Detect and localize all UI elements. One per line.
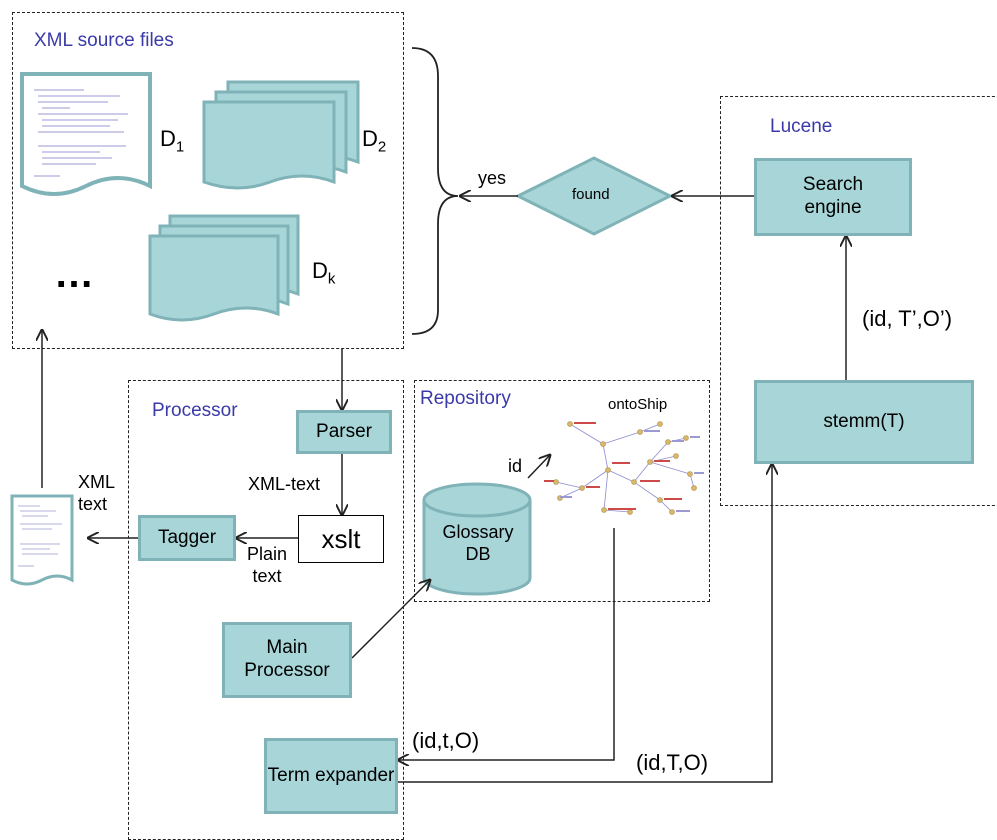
xslt-box: xslt xyxy=(298,515,384,563)
yes-label: yes xyxy=(478,168,507,188)
id-t-o-label: (id,t,O) xyxy=(412,728,480,753)
document-dk-stack-icon xyxy=(148,214,300,322)
ontology-graph-image xyxy=(544,421,704,515)
search-engine-box: Search engine xyxy=(754,158,912,236)
label-d2-base: D xyxy=(362,126,378,151)
document-d2-stack-icon xyxy=(202,80,360,190)
label-d1: D1 xyxy=(160,126,184,155)
label-d1-base: D xyxy=(160,126,176,151)
id-tprime-oprime-label: (id, T’,O’) xyxy=(862,306,953,331)
glossary-db-cylinder xyxy=(422,482,532,596)
curly-brace xyxy=(411,47,459,335)
term-expander-box: Term expander xyxy=(264,738,398,814)
document-d1-icon xyxy=(20,72,152,196)
xml-source-region xyxy=(12,12,404,349)
xml-text-document-icon xyxy=(10,494,74,586)
label-dk-sub: k xyxy=(327,270,336,288)
edge-repository-to-expander xyxy=(398,528,615,760)
main-processor-box: Main Processor xyxy=(222,622,352,698)
xml-text-flow-label: XML-text xyxy=(248,474,321,494)
id-T-O-label: (id,T,O) xyxy=(636,750,709,775)
parser-box: Parser xyxy=(296,410,392,454)
repository-region xyxy=(414,380,710,602)
edge-main-to-glossary xyxy=(351,580,430,659)
lucene-title: Lucene xyxy=(770,116,833,137)
lucene-region xyxy=(720,96,997,506)
id-label: id xyxy=(508,456,523,476)
ellipsis-label: … xyxy=(54,252,94,296)
diagram-graphics xyxy=(10,47,997,783)
found-diamond xyxy=(514,156,674,236)
label-dk-base: D xyxy=(312,258,328,283)
repository-title: Repository xyxy=(420,388,511,409)
glossary-db-label: Glossary DB xyxy=(442,522,514,564)
processor-title: Processor xyxy=(152,400,238,421)
label-dk: Dk xyxy=(312,258,335,287)
label-d2: D2 xyxy=(362,126,386,155)
label-d2-sub: 2 xyxy=(377,138,387,156)
xml-text-output-label: XML text xyxy=(78,472,115,514)
xml-source-title: XML source files xyxy=(34,30,174,51)
tagger-box: Tagger xyxy=(138,515,236,561)
plain-text-label: Plain text xyxy=(246,544,288,586)
found-label: found xyxy=(572,186,610,203)
edge-expander-to-stemm xyxy=(398,464,772,783)
label-d1-sub: 1 xyxy=(175,138,185,156)
ontoship-label: ontoShip xyxy=(608,396,668,413)
edge-glossary-to-ontology xyxy=(527,455,550,479)
stemm-box: stemm(T) xyxy=(754,380,974,464)
